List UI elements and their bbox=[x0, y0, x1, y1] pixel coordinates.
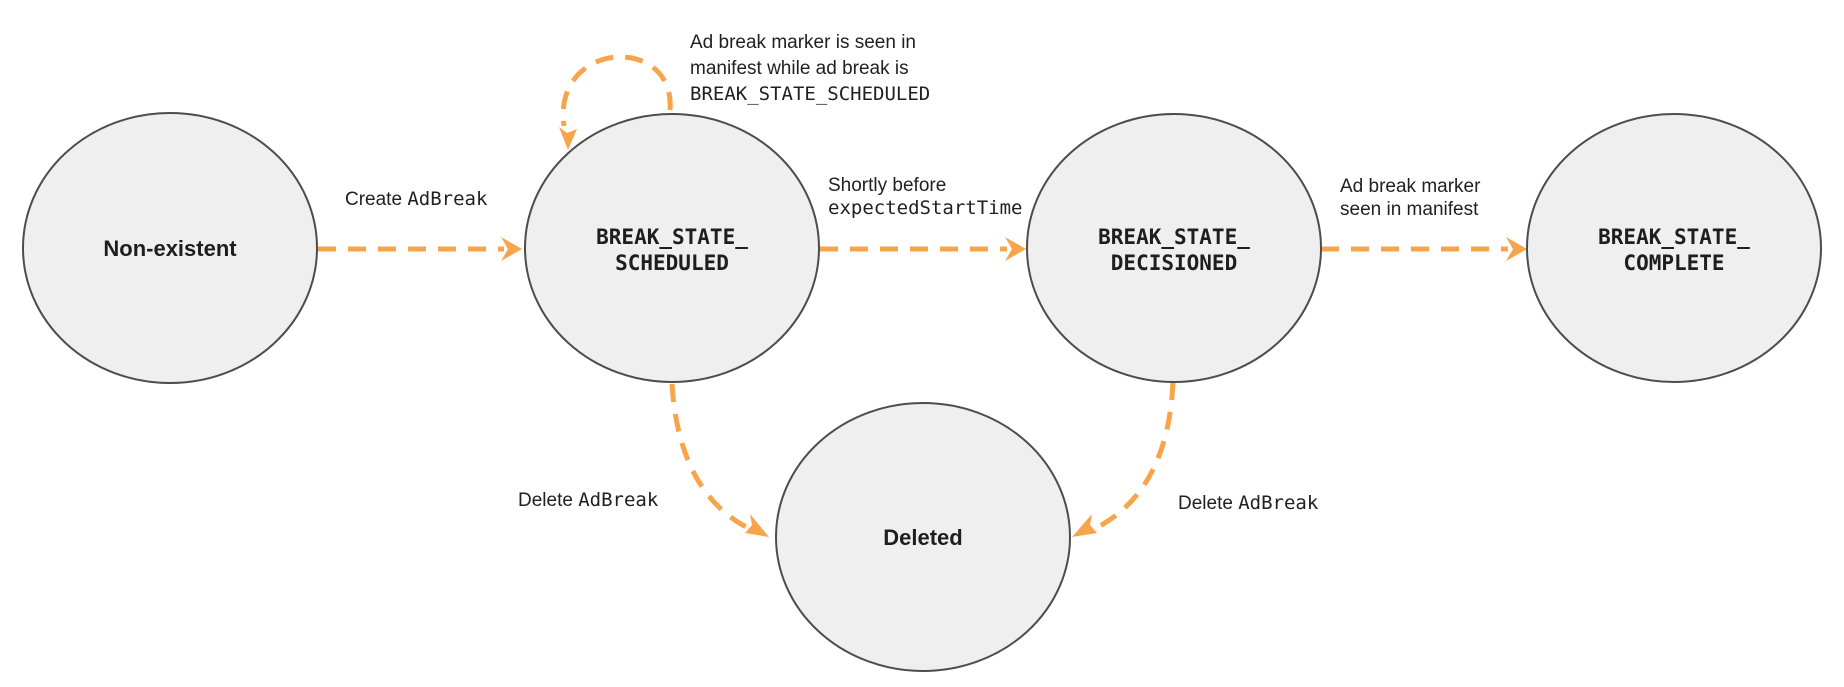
state-complete-label-line1: BREAK_STATE_ bbox=[1598, 225, 1750, 249]
label-shortly-before-line2: expectedStartTime bbox=[828, 197, 1022, 219]
state-scheduled-label-line1: BREAK_STATE_ bbox=[596, 225, 748, 249]
label-self-loop-line3: BREAK_STATE_SCHEDULED bbox=[690, 83, 930, 105]
state-nonexistent-label: Non-existent bbox=[103, 236, 237, 261]
label-create-adbreak: Create AdBreak bbox=[345, 188, 488, 210]
state-nonexistent-circle bbox=[22, 112, 318, 384]
label-shortly-before-line1: Shortly before bbox=[828, 175, 946, 196]
state-scheduled-circle bbox=[524, 113, 820, 383]
arrowhead-icon bbox=[1005, 237, 1026, 261]
state-complete-circle bbox=[1526, 113, 1822, 383]
arrowhead-icon bbox=[501, 237, 522, 261]
state-complete-label-line2: COMPLETE bbox=[1623, 251, 1724, 275]
arrowhead-icon bbox=[745, 514, 769, 537]
arrowhead-icon bbox=[1072, 514, 1097, 537]
arrowhead-icon bbox=[1506, 237, 1527, 261]
label-delete-adbreak-right: Delete AdBreak bbox=[1178, 492, 1319, 514]
label-marker-seen-line1: Ad break marker bbox=[1340, 176, 1481, 197]
label-delete-adbreak-left: Delete AdBreak bbox=[518, 489, 659, 511]
edge-self-loop-scheduled bbox=[560, 54, 673, 127]
state-decisioned-label-line1: BREAK_STATE_ bbox=[1098, 225, 1250, 249]
edge-delete-from-scheduled bbox=[669, 383, 754, 533]
edge-delete-from-decisioned bbox=[1088, 381, 1176, 534]
label-marker-seen-line2: seen in manifest bbox=[1340, 199, 1479, 220]
state-decisioned-circle bbox=[1026, 113, 1322, 383]
state-scheduled-label-line2: SCHEDULED bbox=[615, 251, 729, 275]
state-deleted-circle bbox=[775, 402, 1071, 672]
label-self-loop-line2: manifest while ad break is bbox=[690, 58, 909, 79]
arrowhead-icon bbox=[559, 127, 577, 150]
state-decisioned-label-line2: DECISIONED bbox=[1111, 251, 1237, 275]
label-self-loop-line1: Ad break marker is seen in bbox=[690, 32, 916, 53]
state-deleted-label: Deleted bbox=[883, 525, 962, 550]
